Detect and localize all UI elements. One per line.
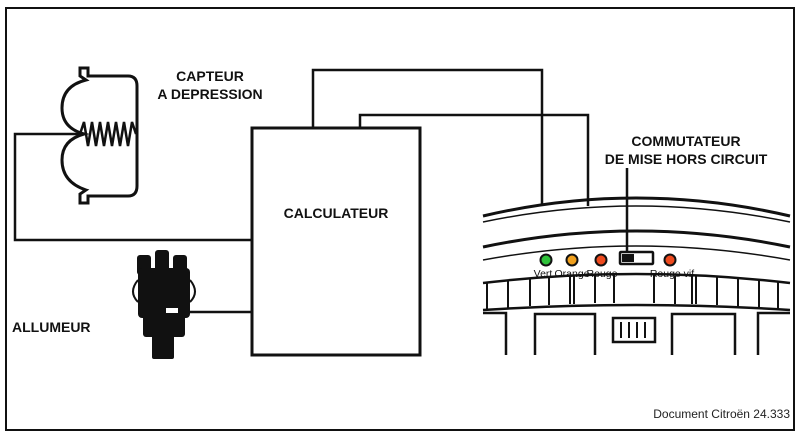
indicator-label: Rouge <box>587 268 618 280</box>
calculator-box <box>250 126 422 357</box>
vacuum-sensor-icon <box>60 66 139 205</box>
indicator-light-vert <box>539 253 553 267</box>
distributor-label: ALLUMEUR <box>12 319 91 335</box>
frame <box>5 7 795 431</box>
sensor-label-line1: CAPTEUR <box>176 68 244 84</box>
caption: Document Citroën 24.333 <box>653 407 790 421</box>
wires <box>13 68 629 314</box>
indicator-light-rouge <box>594 253 608 267</box>
dashboard-vent <box>611 316 657 344</box>
sensor-label-line2: A DEPRESSION <box>157 86 262 102</box>
indicator-label: Orange <box>554 268 589 280</box>
indicator-light-rouge-vif <box>663 253 677 267</box>
indicator-light-orange <box>565 253 579 267</box>
wire-calculator-dashboard-2 <box>358 113 590 206</box>
wire-calculator-dashboard-1 <box>311 68 544 206</box>
switch-label-line1: COMMUTATEUR <box>631 133 740 149</box>
indicator-label: Vert <box>534 268 553 280</box>
distributor-icon <box>132 250 196 359</box>
wire-sensor-calculator <box>13 132 252 242</box>
indicator-label: Rouge vif <box>650 268 694 280</box>
switch-label-line2: DE MISE HORS CIRCUIT <box>605 151 768 167</box>
calculator-label: CALCULATEUR <box>284 205 389 221</box>
dashboard <box>482 196 791 355</box>
bypass-switch[interactable] <box>618 250 655 266</box>
